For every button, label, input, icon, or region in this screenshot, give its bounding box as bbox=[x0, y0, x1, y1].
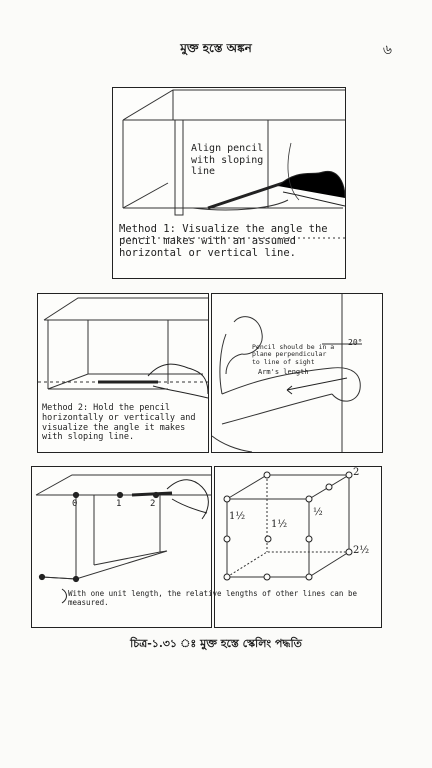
tick-2-label: 2 bbox=[150, 499, 156, 509]
dim-left: 1½ bbox=[229, 511, 246, 522]
person-measuring-sketch bbox=[212, 294, 362, 452]
dim-inner: ½ bbox=[313, 507, 323, 518]
figure-panel-top: Align pencil with sloping line Method 1:… bbox=[112, 87, 346, 279]
dim-top-right: 2 bbox=[353, 467, 360, 478]
chapter-title: মুক্ত হস্তে অঙ্কন bbox=[180, 41, 252, 55]
arm-length-label: Arm's length bbox=[258, 368, 309, 376]
method-2-text: Method 2: Hold the pencil horizontally o… bbox=[42, 403, 196, 443]
method-1-text: Method 1: Visualize the angle the pencil… bbox=[119, 223, 328, 260]
unit-measure-sketch bbox=[35, 474, 211, 604]
align-pencil-label: Align pencil with sloping line bbox=[191, 143, 264, 177]
figure-panel-middle-left: Method 2: Hold the pencil horizontally o… bbox=[37, 293, 209, 453]
page-header: মুক্ত হস্তে অঙ্কন ৬ bbox=[0, 40, 432, 62]
unit-length-note: With one unit length, the relative lengt… bbox=[68, 589, 357, 607]
table-sketch-top bbox=[122, 89, 345, 239]
page-number: ৬ bbox=[382, 42, 392, 58]
dim-bottom-right: 2½ bbox=[353, 545, 370, 556]
tick-1-label: 1 bbox=[116, 499, 122, 509]
figure-caption: চিত্র-১.৩১ ঃ মুক্ত হস্তে স্কেলিং পদ্ধতি bbox=[130, 637, 302, 650]
dimension-box-sketch bbox=[223, 471, 353, 581]
pencil-plane-note: Pencil should be in a plane perpendicula… bbox=[252, 343, 335, 366]
tick-0-label: 0 bbox=[72, 499, 78, 509]
angle-label: 20° bbox=[348, 338, 363, 347]
figure-panel-middle-right: 20° Pencil should be in a plane perpendi… bbox=[211, 293, 383, 453]
figure-panel-bottom-left: 0 1 2 bbox=[31, 466, 212, 628]
figure-panel-bottom-right: 2 1½ 1½ ½ 2½ bbox=[214, 466, 382, 628]
dim-middle: 1½ bbox=[271, 519, 288, 530]
table-sketch-middle-left bbox=[38, 297, 208, 399]
